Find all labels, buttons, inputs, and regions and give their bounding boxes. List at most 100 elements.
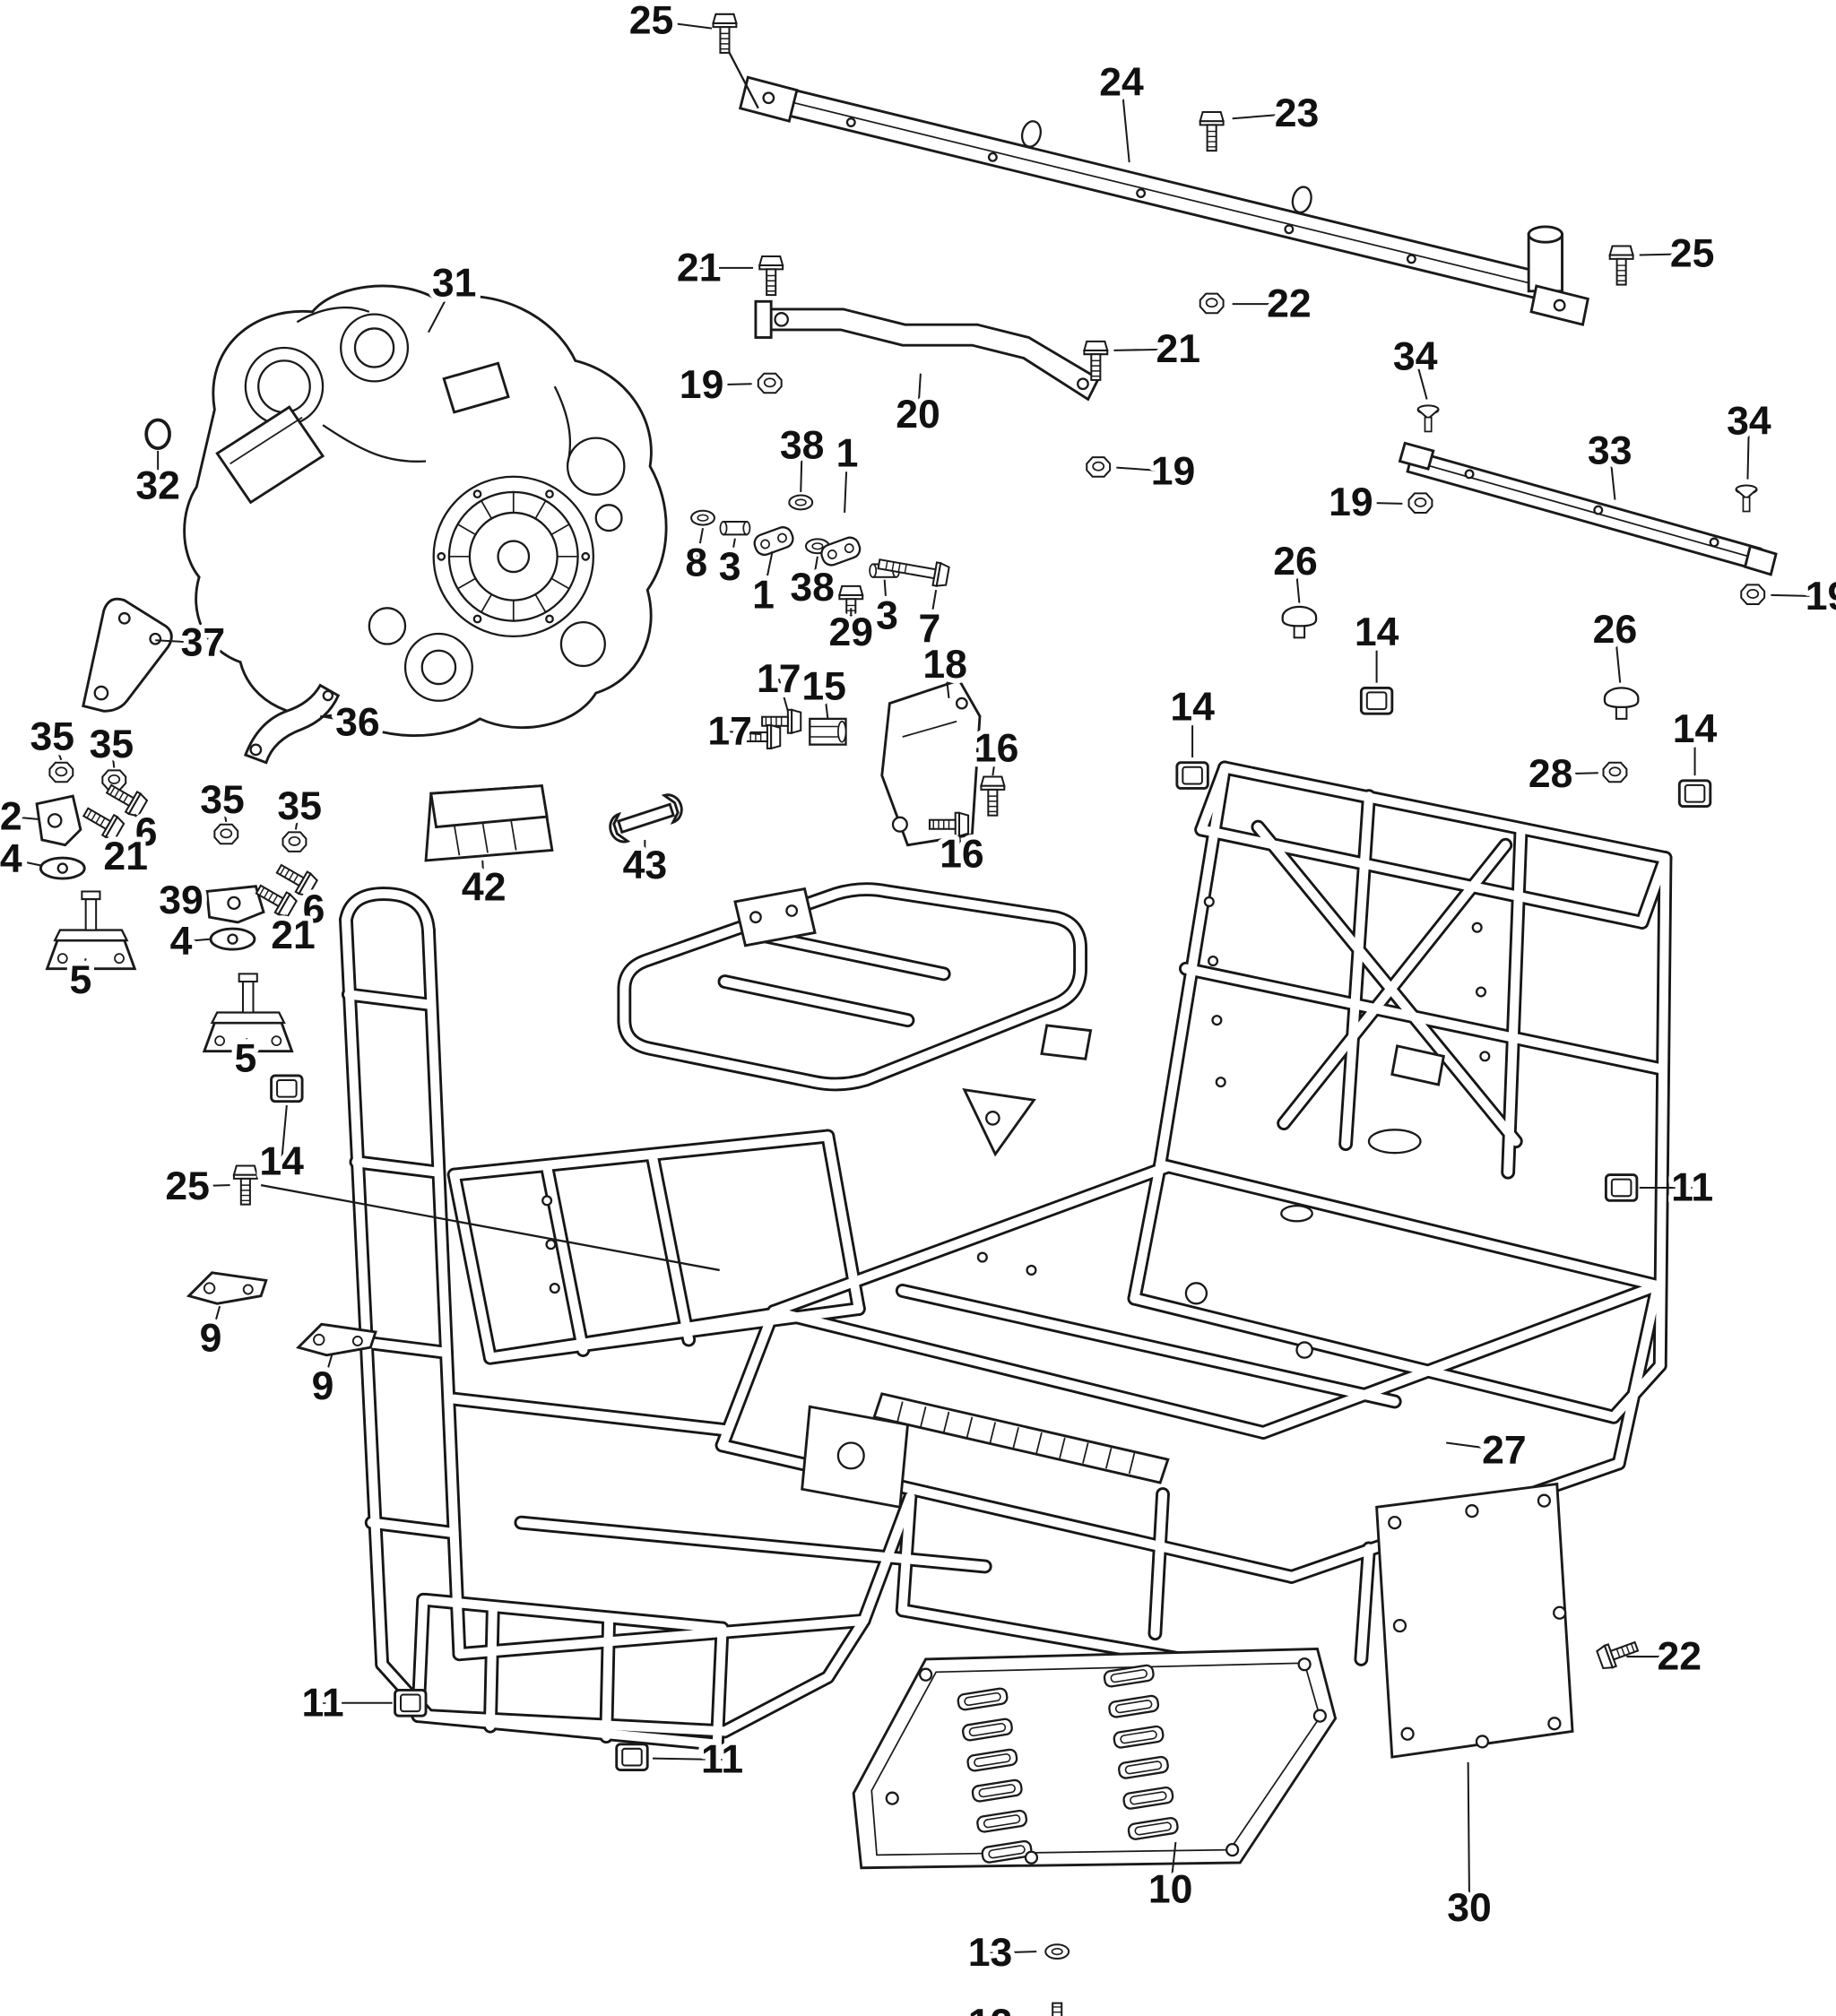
callout-17: 17 (757, 657, 801, 701)
washer-icon (690, 509, 715, 526)
callout-6: 6 (303, 887, 325, 931)
leader-line (304, 893, 315, 911)
support-bar-33 (1398, 441, 1778, 576)
callout-8: 8 (685, 541, 707, 584)
leader-line (1614, 629, 1622, 683)
callout-13: 13 (968, 1931, 1013, 1975)
callout-21: 21 (1156, 327, 1201, 371)
cushion-pad-icon (270, 1074, 304, 1103)
leader-line (221, 800, 228, 823)
leader-line (1467, 1761, 1471, 1908)
callout-7: 7 (919, 607, 941, 651)
callout-26: 26 (1273, 540, 1318, 584)
leader-line (1771, 593, 1828, 598)
leader-line (844, 453, 848, 513)
flat-screw-icon (1416, 404, 1440, 433)
callout-4: 4 (0, 837, 22, 881)
spacer-block-icon (809, 717, 847, 746)
hex-nut-icon (1199, 292, 1225, 315)
hex-nut-icon (281, 831, 307, 852)
leader-line (294, 806, 301, 830)
leader-line (134, 813, 148, 833)
leader-line (729, 538, 736, 567)
callout-4: 4 (170, 920, 193, 964)
leader-line (1746, 420, 1750, 480)
leader-line (811, 556, 818, 588)
brace-strap-20 (754, 299, 1101, 402)
leader-line (823, 686, 829, 719)
callout-43: 43 (623, 844, 668, 887)
callout-34: 34 (1727, 399, 1771, 443)
callout-24: 24 (1099, 60, 1144, 104)
bracket-2 (35, 794, 82, 847)
skid-plate-10 (852, 1647, 1338, 1870)
cushion-pad-icon (394, 1688, 428, 1717)
rubber-plug-icon (1603, 687, 1640, 721)
leader-line (428, 282, 455, 333)
leader-line (730, 731, 761, 736)
hex-nut-icon (48, 761, 74, 783)
leader-line (210, 1305, 221, 1339)
leader-line (916, 373, 922, 415)
bracket-9-front (187, 1271, 268, 1305)
hex-bolt-icon (1199, 111, 1225, 152)
mount-link-icon (818, 533, 864, 569)
leader-line (992, 748, 998, 776)
hex-nut-icon (1740, 584, 1766, 605)
callout-19: 19 (1806, 575, 1836, 619)
leader-line (990, 1951, 1037, 1954)
callout-25: 25 (629, 0, 674, 42)
engine-illustration (183, 284, 668, 737)
leader-line (79, 957, 87, 981)
leader-line (11, 816, 40, 820)
hex-nut-icon (213, 823, 239, 845)
frame-details (260, 887, 1491, 1510)
wrench-43 (609, 793, 683, 844)
callout-15: 15 (801, 664, 846, 708)
leader-line (1121, 82, 1130, 163)
callout-25: 25 (1670, 232, 1715, 276)
o-ring-icon (144, 418, 171, 450)
leader-line (1232, 112, 1297, 120)
tool-bag-42 (424, 784, 554, 862)
leader-line (110, 744, 116, 768)
callout-27: 27 (1482, 1429, 1527, 1473)
callout-23: 23 (1275, 91, 1320, 135)
callout-10: 10 (1148, 1868, 1193, 1912)
callout-29: 29 (828, 610, 873, 654)
bracket-39 (205, 885, 265, 924)
cushion-pad-icon (1604, 1173, 1639, 1202)
leader-line (1350, 501, 1403, 505)
callout-9: 9 (200, 1317, 222, 1361)
callout-33: 33 (1588, 428, 1632, 472)
callout-12: 12 (968, 2002, 1013, 2016)
callout-39: 39 (159, 878, 204, 922)
callout-38: 38 (780, 424, 825, 468)
callout-11: 11 (302, 1681, 344, 1725)
callout-26: 26 (1593, 608, 1638, 652)
callout-16: 16 (940, 832, 984, 876)
hex-nut-icon (1086, 456, 1112, 478)
callout-35: 35 (200, 778, 245, 822)
crossmember-bar-24 (723, 43, 1589, 326)
callout-22: 22 (1658, 1635, 1702, 1679)
cushion-pad-icon (1175, 761, 1209, 790)
leader-line (244, 1038, 248, 1060)
leader-line (652, 1757, 723, 1761)
callout-5: 5 (70, 958, 92, 1002)
callout-20: 20 (896, 393, 940, 437)
callout-19: 19 (1151, 449, 1196, 493)
callout-1: 1 (836, 431, 859, 475)
hex-bolt-icon (232, 1164, 258, 1206)
callout-21: 21 (271, 913, 316, 957)
callout-14: 14 (1355, 610, 1399, 654)
hex-bolt-icon (758, 255, 784, 297)
callout-14: 14 (1673, 707, 1718, 751)
callout-37: 37 (181, 621, 226, 665)
callout-14: 14 (259, 1140, 304, 1184)
bracket-37 (82, 597, 173, 713)
leader-line (1414, 356, 1428, 400)
callout-35: 35 (277, 784, 322, 828)
callout-19: 19 (680, 363, 724, 407)
